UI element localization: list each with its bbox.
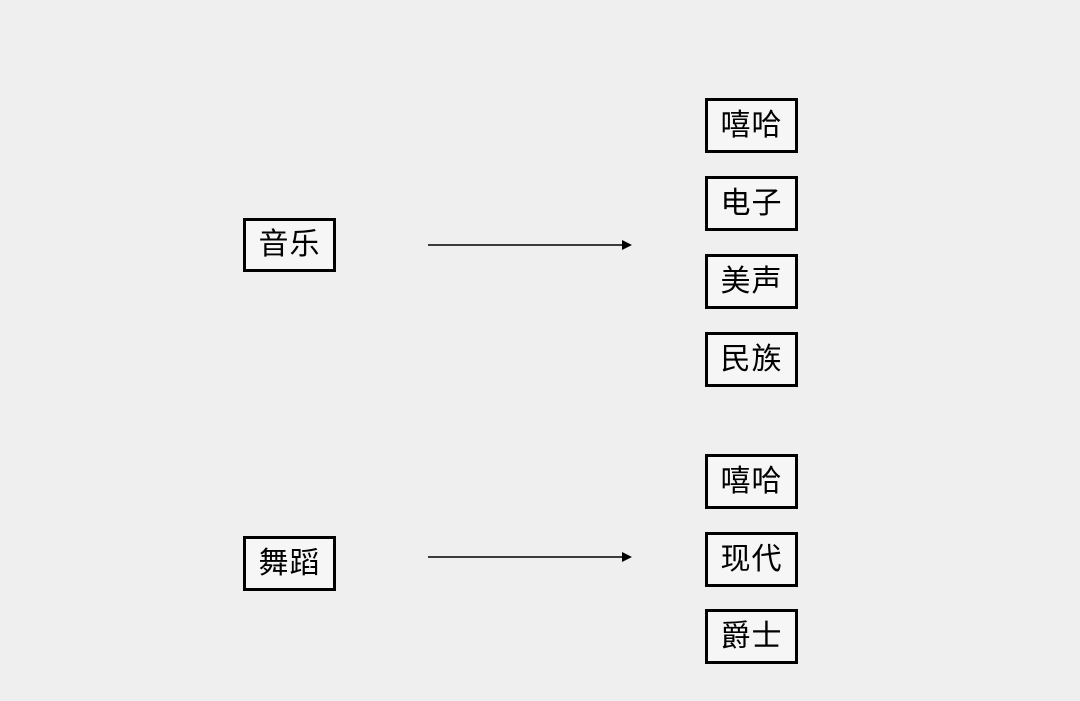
arrow-music xyxy=(428,238,638,252)
arrow-dance xyxy=(428,550,638,564)
category-music-box: 音乐 xyxy=(243,218,336,272)
arrow-music-icon xyxy=(428,240,632,250)
arrow-dance-icon xyxy=(428,552,632,562)
subcategory-electronic-box: 电子 xyxy=(705,176,798,231)
subcategory-hiphop-dance-box: 嘻哈 xyxy=(705,454,798,509)
subcategory-hiphop-box: 嘻哈 xyxy=(705,98,798,153)
subcategory-jazz-box: 爵士 xyxy=(705,609,798,664)
subcategory-belcanto-box: 美声 xyxy=(705,254,798,309)
subcategory-modern-box: 现代 xyxy=(705,532,798,587)
subcategory-folk-box: 民族 xyxy=(705,332,798,387)
category-dance-box: 舞蹈 xyxy=(243,536,336,591)
